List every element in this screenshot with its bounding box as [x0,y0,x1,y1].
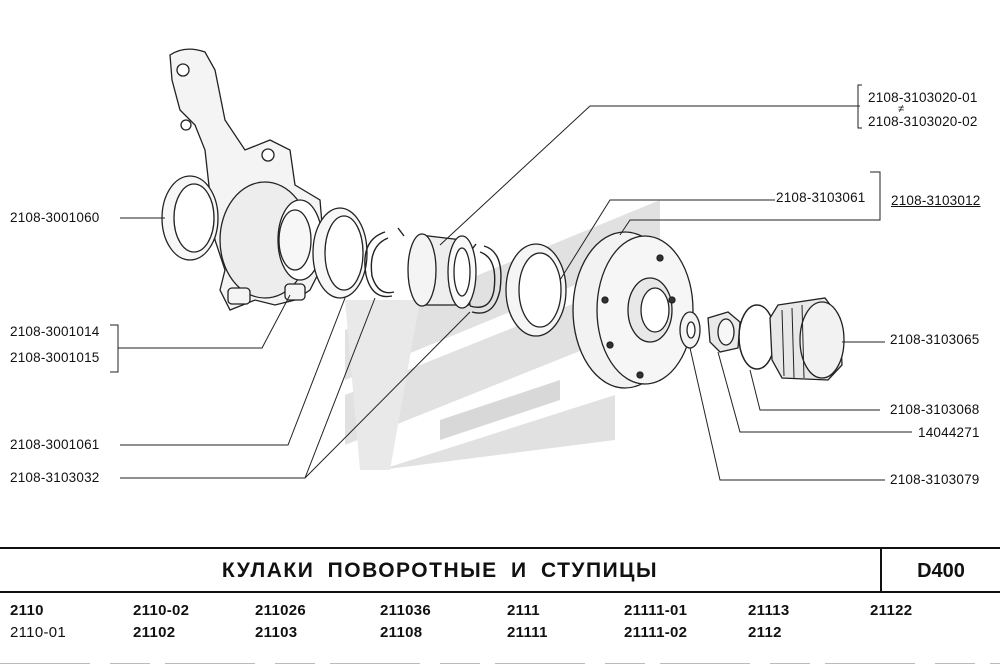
steering-knuckle [169,48,326,311]
model-item: 2111 [507,602,540,619]
part-number-3103061: 2108-3103061 [776,190,866,205]
part-number-3001014: 2108-3001014 [10,324,100,339]
model-item: 2112 [748,624,782,641]
hub-nut [707,311,741,353]
model-item: 2110-01 [10,624,67,641]
part-number-3103068: 2108-3103068 [890,402,980,417]
bearing [407,233,477,309]
model-item: 21108 [380,624,423,641]
part-number-3103020-01: 2108-3103020-01 [868,90,978,105]
model-item: 2110-02 [133,602,190,619]
model-item: 21111-02 [624,624,688,641]
page-title: КУЛАКИ ПОВОРОТНЫЕ И СТУПИЦЫ [221,559,659,582]
part-number-3103012: 2108-3103012 [891,193,981,208]
title-bar: КУЛАКИ ПОВОРОТНЫЕ И СТУПИЦЫ D400 [0,547,1000,593]
hub-cap [769,297,845,381]
part-number-3103079: 2108-3103079 [890,472,980,487]
model-item: 21102 [133,624,176,641]
model-item: 21113 [748,602,790,619]
model-item: 211026 [255,602,307,619]
part-number-3103020-02: 2108-3103020-02 [868,114,978,129]
not-interchangeable-sign: ≠ [898,103,905,115]
washer [679,311,701,349]
outer-seal [505,243,567,337]
model-item: 21111 [507,624,548,641]
model-item: 2110 [10,602,44,619]
wheel-hub [572,231,694,389]
part-number-3001061: 2108-3001061 [10,437,100,452]
bottom-rule [0,663,1000,664]
seal-ring [161,175,219,261]
exploded-parts-diagram [110,48,912,481]
model-item: 211036 [380,602,432,619]
model-item: 21111-01 [624,602,688,619]
o-ring [738,304,776,370]
part-number-3001060: 2108-3001060 [10,210,100,225]
part-number-3103065: 2108-3103065 [890,332,980,347]
watermark-logo [345,200,660,470]
part-number-3103032: 2108-3103032 [10,470,100,485]
part-number-14044271: 14044271 [918,425,980,440]
model-item: 21103 [255,624,298,641]
part-number-3001015: 2108-3001015 [10,350,100,365]
seal-ring-2 [312,207,368,299]
section-code: D400 [880,549,1000,591]
snap-ring [364,227,502,314]
model-item: 21122 [870,602,913,619]
leader-lines [110,84,912,481]
